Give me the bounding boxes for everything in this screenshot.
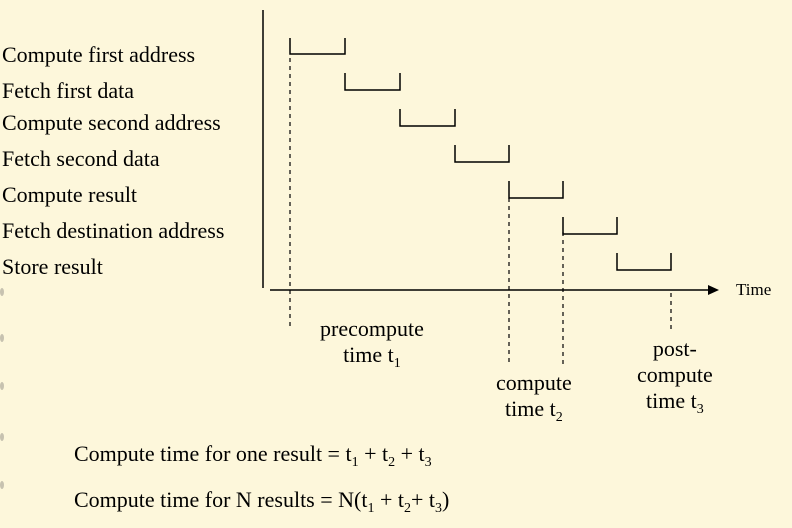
time-axis-label: Time: [736, 280, 772, 299]
timing-step-compute-result: [508, 181, 564, 199]
margin-bullet-4: [0, 433, 4, 441]
compute-label-line2: time t2: [496, 396, 572, 426]
compute-time-subscript: 2: [555, 410, 563, 425]
margin-bullet-5: [0, 481, 4, 489]
formula-one-sub2: 2: [388, 455, 396, 470]
row-label-compute-first-address: Compute first address: [2, 42, 196, 67]
timing-step-fetch-destination-address: [562, 217, 618, 235]
precompute-time-subscript: 1: [393, 356, 401, 371]
postcompute-label-line1: post-: [652, 336, 697, 361]
formula-one-plus2: + t: [395, 441, 425, 466]
formula-n-prefix: Compute time for N results = N(t: [74, 487, 368, 512]
margin-bullet-3: [0, 382, 4, 390]
time-axis-arrow: [708, 285, 719, 295]
compute-label: compute time t2: [496, 370, 572, 426]
compute-time-text: time t: [505, 396, 556, 421]
timing-step-store-result: [616, 253, 672, 271]
precompute-label-line2: time t1: [320, 342, 424, 372]
formula-n-suffix: ): [442, 487, 450, 512]
postcompute-time-text: time t: [646, 388, 697, 413]
formula-one-sub3: 3: [424, 455, 432, 470]
row-label-compute-second-address: Compute second address: [2, 110, 221, 135]
precompute-label-line1: precompute: [320, 316, 424, 341]
postcompute-time-subscript: 3: [696, 402, 704, 417]
margin-bullet-1: [0, 288, 4, 296]
formula-one-plus1: + t: [358, 441, 389, 466]
postcompute-label-line3: time t3: [637, 388, 713, 418]
row-label-fetch-first-data: Fetch first data: [2, 78, 134, 103]
timing-step-compute-first-address: [289, 38, 346, 55]
row-label-store-result: Store result: [2, 254, 103, 279]
compute-label-line1: compute: [496, 370, 572, 395]
precompute-time-text: time t: [343, 342, 394, 367]
formula-n-results: Compute time for N results = N(t1 + t2+ …: [74, 486, 449, 518]
formula-n-sub1: 1: [367, 501, 375, 516]
row-label-fetch-second-data: Fetch second data: [2, 146, 160, 171]
postcompute-label: post- compute time t3: [637, 336, 713, 418]
formula-n-plus1: + t: [374, 487, 405, 512]
formula-n-sub2: 2: [404, 501, 412, 516]
precompute-label: precompute time t1: [320, 316, 424, 372]
timing-step-fetch-second-data: [454, 145, 510, 163]
row-label-compute-result: Compute result: [2, 182, 138, 207]
postcompute-label-line2: compute: [637, 362, 713, 387]
margin-bullet-2: [0, 334, 4, 342]
timing-step-fetch-first-data: [344, 73, 401, 91]
timing-step-compute-second-address: [399, 109, 456, 127]
formula-one-sub1: 1: [351, 455, 359, 470]
formula-n-plus2: + t: [411, 487, 436, 512]
row-label-fetch-destination-address: Fetch destination address: [2, 218, 225, 243]
formula-one-prefix: Compute time for one result = t: [74, 441, 352, 466]
formula-n-sub3: 3: [435, 501, 443, 516]
formula-one-result: Compute time for one result = t1 + t2 + …: [74, 440, 432, 472]
